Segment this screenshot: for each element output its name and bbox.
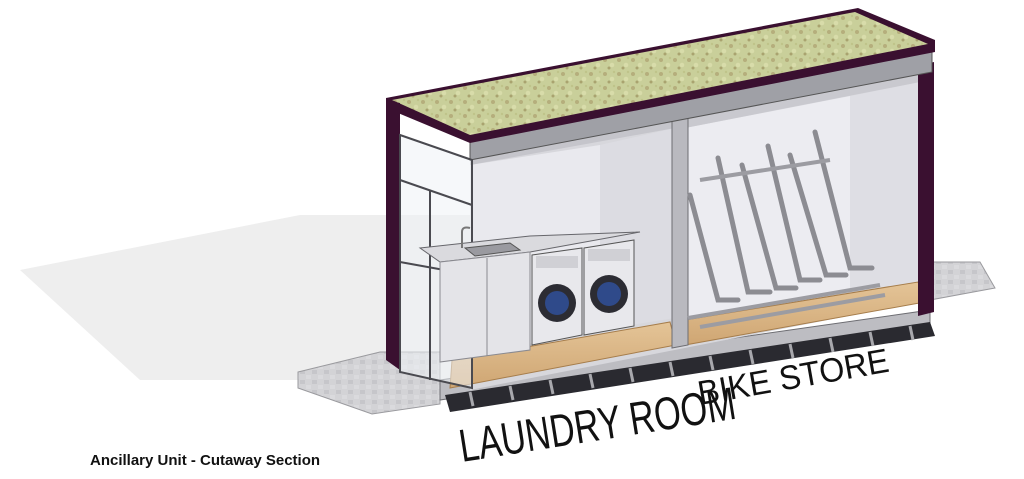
bike-rack xyxy=(687,129,875,303)
figure-caption: Ancillary Unit - Cutaway Section xyxy=(90,452,321,469)
sink-basin xyxy=(463,242,522,257)
tumble-dryer xyxy=(583,239,635,336)
right-end-frame xyxy=(918,62,934,316)
cabinet-front xyxy=(439,251,531,363)
base-joists xyxy=(445,322,935,412)
bike-back-wall xyxy=(685,96,850,320)
green-roof xyxy=(392,12,928,135)
partition-wall xyxy=(671,111,689,349)
left-end-purple-frame xyxy=(386,100,400,370)
tap-icon xyxy=(461,226,471,248)
bike-rack-rails xyxy=(687,158,886,329)
bike-side-wall xyxy=(850,82,920,292)
washing-machine xyxy=(531,247,583,346)
joist-ribs xyxy=(468,325,915,407)
ground-shadow xyxy=(20,215,470,380)
